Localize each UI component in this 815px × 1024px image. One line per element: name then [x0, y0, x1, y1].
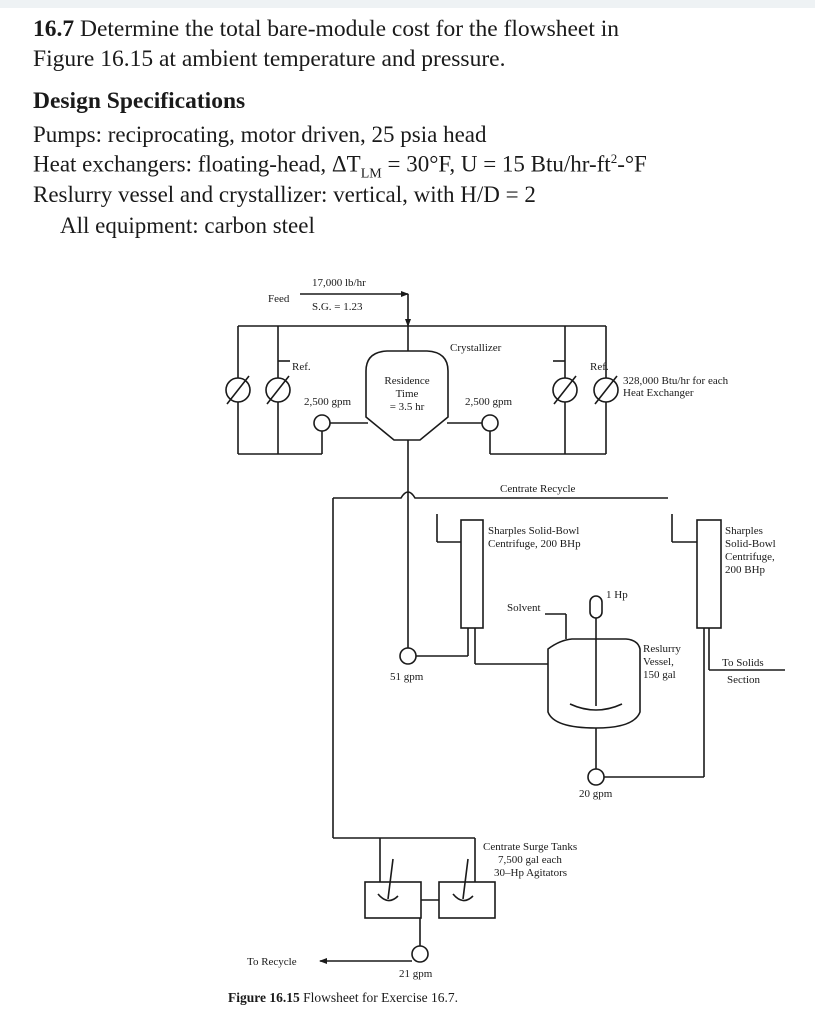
top-bar — [0, 0, 815, 8]
surge-label-2: 7,500 gal each — [498, 854, 562, 866]
pump-20 — [587, 768, 605, 786]
crystallizer-vessel — [365, 350, 449, 441]
centrate-recycle-label: Centrate Recycle — [500, 483, 576, 495]
pumps — [313, 414, 605, 963]
centrifuge-1-label-2: Centrifuge, 200 BHp — [488, 538, 581, 550]
reslurry-label-2: Vessel, — [643, 656, 674, 668]
spec-hx-sub: LM — [360, 166, 382, 182]
spec-hx-prefix: Heat exchangers: floating-head, ΔT — [33, 151, 361, 177]
surge-label-1: Centrate Surge Tanks — [483, 841, 577, 853]
pump-left-label: 2,500 gpm — [304, 396, 352, 408]
centrifuge-1 — [460, 519, 484, 629]
reslurry-vessel — [547, 638, 641, 729]
feed-rate-label: 17,000 lb/hr — [312, 277, 366, 289]
figure-caption-text: Flowsheet for Exercise 16.7. — [303, 990, 458, 1005]
centrifuge-2-label-2: Solid-Bowl — [725, 538, 776, 550]
pump-21 — [411, 945, 429, 963]
agitator-motor — [589, 595, 603, 619]
centrifuge-1-label-1: Sharples Solid-Bowl — [488, 525, 579, 537]
agitator-blade — [569, 703, 623, 711]
centrifuge-2-label-1: Sharples — [725, 525, 763, 537]
spec-hx-sup: 2 — [610, 151, 618, 166]
agitator-right-shaft — [462, 858, 469, 900]
feed-label: Feed — [268, 293, 290, 305]
flowsheet-figure: Feed 17,000 lb/hr S.G. = 1.23 Crystalliz… — [225, 277, 785, 1005]
problem-line-1: 16.7 Determine the total bare-module cos… — [33, 14, 793, 44]
spec-hx-suffix: -°F — [617, 151, 647, 177]
residence-label-2: Time — [396, 388, 419, 400]
pump-51 — [399, 647, 417, 665]
feed-sg-label: S.G. = 1.23 — [312, 301, 363, 313]
problem-statement: 16.7 Determine the total bare-module cos… — [33, 14, 793, 74]
agitator-left-shaft — [387, 858, 394, 900]
to-solids-label-2: Section — [727, 674, 760, 686]
pump-right-label: 2,500 gpm — [465, 396, 513, 408]
spec-pumps: Pumps: reciprocating, motor driven, 25 p… — [33, 122, 487, 147]
residence-label-3: = 3.5 hr — [390, 401, 425, 413]
spec-equipment: All equipment: carbon steel — [60, 213, 315, 238]
to-recycle-label: To Recycle — [247, 956, 297, 968]
agitator-left-blade — [377, 893, 399, 902]
reslurry-label-1: Reslurry — [643, 643, 681, 655]
hx-duty-label-2: Heat Exchanger — [623, 387, 694, 399]
surge-label-3: 30–Hp Agitators — [494, 867, 567, 879]
spec-vessel: Reslurry vessel and crystallizer: vertic… — [33, 182, 536, 207]
centrifuge-2-label-3: Centrifuge, — [725, 551, 775, 563]
centrate-recycle-line — [333, 491, 668, 499]
to-solids-label-1: To Solids — [722, 657, 764, 669]
residence-label-1: Residence — [384, 375, 429, 387]
spec-hx-mid: = 30°F, U = 15 Btu/hr-ft — [381, 151, 611, 177]
figure-caption-label: Figure 16.15 — [228, 990, 300, 1005]
reslurry-label-3: 150 gal — [643, 669, 676, 681]
design-specs-heading: Design Specifications — [33, 88, 246, 114]
hx-duty-label-1: 328,000 Btu/hr for each — [623, 375, 729, 387]
pump-right — [481, 414, 499, 432]
problem-text-1: Determine the total bare-module cost for… — [80, 16, 620, 42]
solvent-label: Solvent — [507, 602, 541, 614]
ref-left-label: Ref. — [292, 361, 311, 373]
spec-heat-exchangers: Heat exchangers: floating-head, ΔTLM = 3… — [33, 151, 647, 182]
problem-number: 16.7 — [33, 16, 75, 42]
agitator-hp-label: 1 Hp — [606, 589, 628, 601]
centrifuge-2 — [696, 519, 722, 629]
crystallizer-label: Crystallizer — [450, 342, 502, 354]
heat-exchangers — [225, 375, 619, 405]
agitator-right-blade — [452, 893, 474, 902]
figure-caption: Figure 16.15 Flowsheet for Exercise 16.7… — [228, 990, 458, 1005]
pump-21-label: 21 gpm — [399, 968, 433, 980]
centrifuge-2-label-4: 200 BHp — [725, 564, 766, 576]
pump-51-label: 51 gpm — [390, 671, 424, 683]
pump-left — [313, 414, 331, 432]
ref-right-label: Ref. — [590, 361, 609, 373]
problem-line-2: Figure 16.15 at ambient temperature and … — [33, 46, 506, 72]
pump-20-label: 20 gpm — [579, 788, 613, 800]
